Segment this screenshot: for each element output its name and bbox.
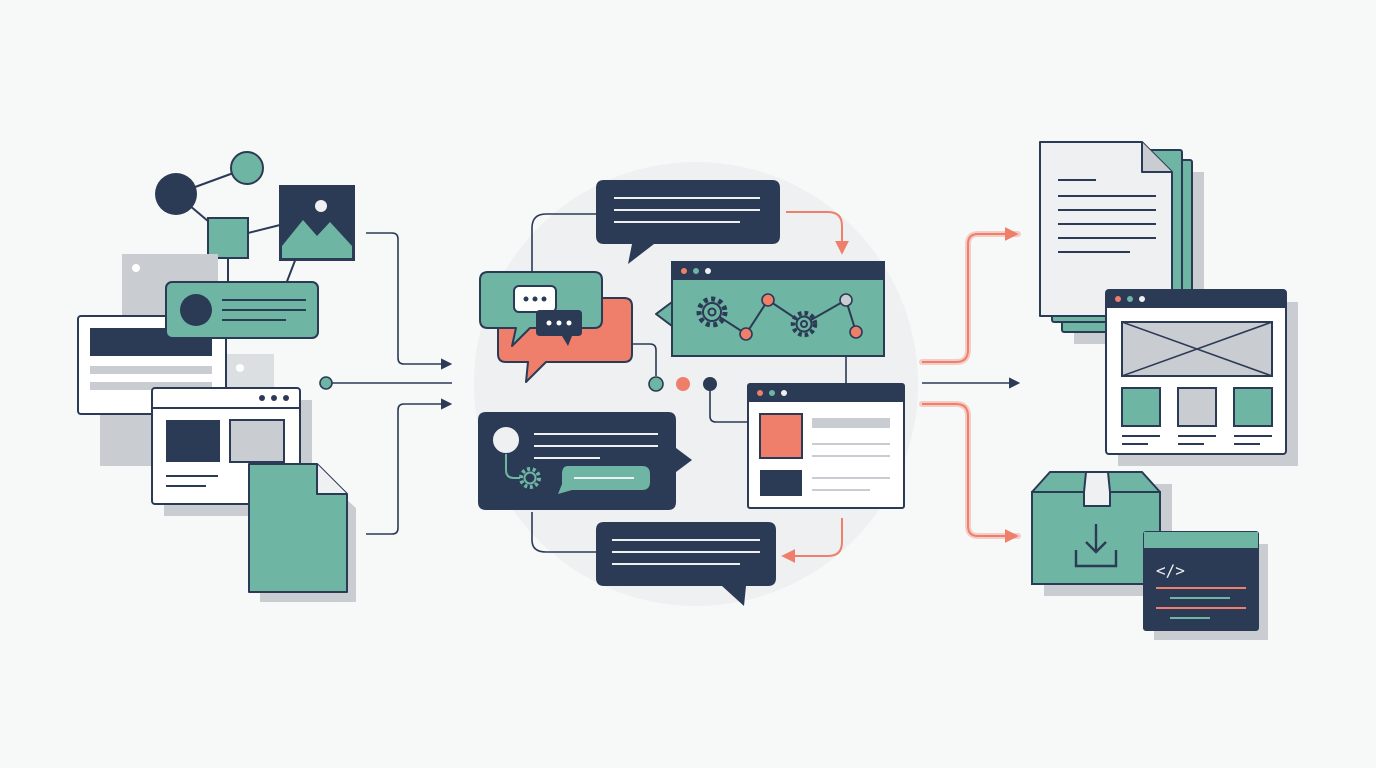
chat-bubble-icon xyxy=(596,522,776,606)
gear-icon xyxy=(519,467,541,489)
wireframe-window-icon xyxy=(1105,289,1298,466)
user-bot-chat-icon xyxy=(478,412,692,510)
network-graph-icon xyxy=(155,151,297,288)
connector-node xyxy=(319,376,333,390)
flow-arrow xyxy=(781,518,843,563)
profile-card-icon xyxy=(165,281,319,339)
outputs-group: </> xyxy=(1031,141,1298,640)
image-icon xyxy=(279,185,355,261)
flow-arrow xyxy=(786,211,849,255)
hub-connectors xyxy=(531,213,847,553)
input-connectors xyxy=(326,232,453,535)
code-tag-icon: </> xyxy=(1156,561,1185,580)
chat-cluster-icon xyxy=(479,271,633,383)
browser-window-icon xyxy=(747,383,905,509)
input-sources-group xyxy=(77,151,356,602)
package-download-icon xyxy=(1031,471,1172,596)
process-hub-group xyxy=(474,162,918,606)
output-connectors xyxy=(919,227,1021,543)
gear-icon xyxy=(790,310,818,338)
workflow-chart-icon xyxy=(655,261,885,357)
gear-icon xyxy=(696,296,728,328)
chat-bubble-icon xyxy=(596,180,780,264)
code-window-icon: </> xyxy=(1143,531,1268,640)
file-icon xyxy=(248,463,356,602)
connector-dots xyxy=(648,376,717,392)
